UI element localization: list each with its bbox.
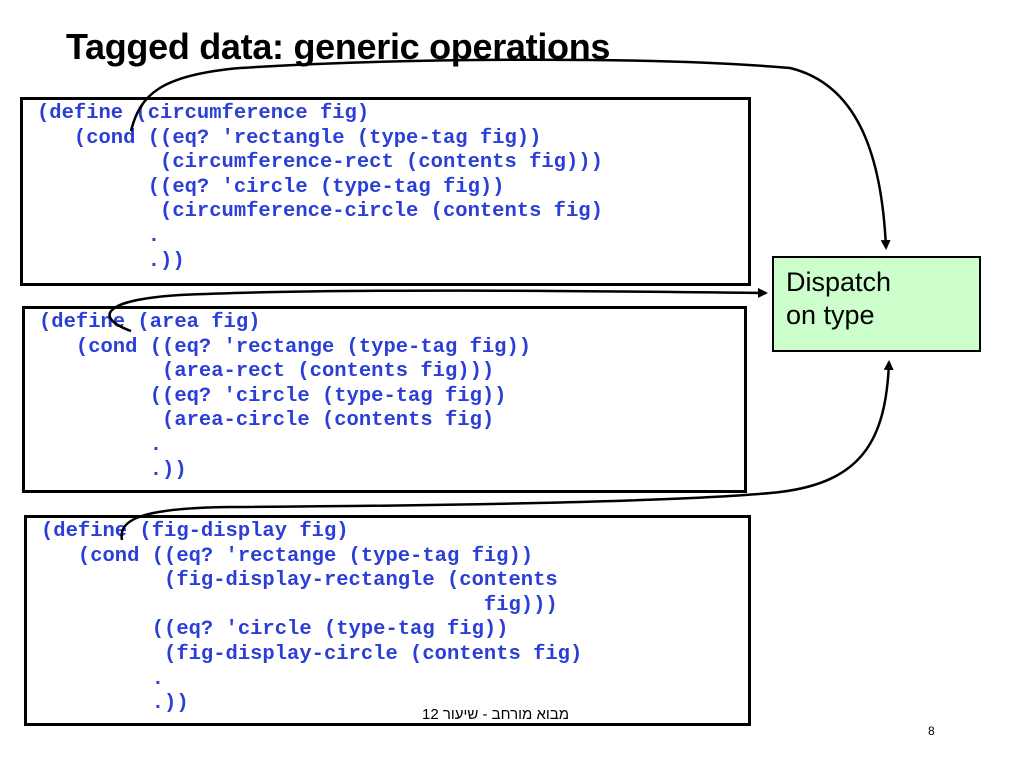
code-line: ((eq? 'circle (type-tag fig))	[37, 175, 505, 199]
code-line: (circumference-circle (contents fig)	[37, 200, 603, 224]
code-line: (define (area fig)	[39, 311, 261, 334]
code-line: (fig-display-circle (contents fig)	[41, 642, 583, 666]
code-line: ((eq? 'circle (type-tag fig))	[39, 384, 507, 408]
code-line: (cond ((eq? 'rectange (type-tag fig))	[41, 544, 534, 568]
footer-course-label: מבוא מורחב - שיעור 12	[422, 706, 570, 723]
dispatch-on-type-box: Dispatch on type	[772, 256, 981, 352]
code-line: .))	[39, 458, 187, 482]
code-line: (area-rect (contents fig)))	[39, 360, 495, 384]
code-line: (define (circumference fig)	[37, 102, 370, 125]
code-line: .	[41, 667, 165, 691]
fig-display-code-box: (define (fig-display fig) (cond ((eq? 'r…	[24, 515, 751, 726]
circumference-code-box: (define (circumference fig) (cond ((eq? …	[20, 97, 751, 286]
code-line: .	[37, 224, 161, 248]
code-line: (cond ((eq? 'rectange (type-tag fig))	[39, 335, 532, 359]
page-number: 8	[928, 724, 935, 738]
code-line: .))	[37, 249, 185, 273]
code-line: .	[39, 433, 163, 457]
code-line: (cond ((eq? 'rectangle (type-tag fig))	[37, 126, 542, 150]
code-line: (define (fig-display fig)	[41, 520, 349, 543]
slide-title: Tagged data: generic operations	[66, 26, 611, 67]
code-line: (area-circle (contents fig)	[39, 409, 495, 433]
dispatch-label-line2: on type	[786, 300, 875, 330]
code-line: (circumference-rect (contents fig)))	[37, 151, 603, 175]
code-line: .))	[41, 692, 189, 716]
area-code-box: (define (area fig) (cond ((eq? 'rectange…	[22, 306, 747, 493]
code-line: ((eq? 'circle (type-tag fig))	[41, 618, 509, 642]
code-line: fig)))	[41, 593, 558, 617]
code-line: (fig-display-rectangle (contents	[41, 569, 558, 593]
dispatch-label-line1: Dispatch	[786, 267, 892, 297]
